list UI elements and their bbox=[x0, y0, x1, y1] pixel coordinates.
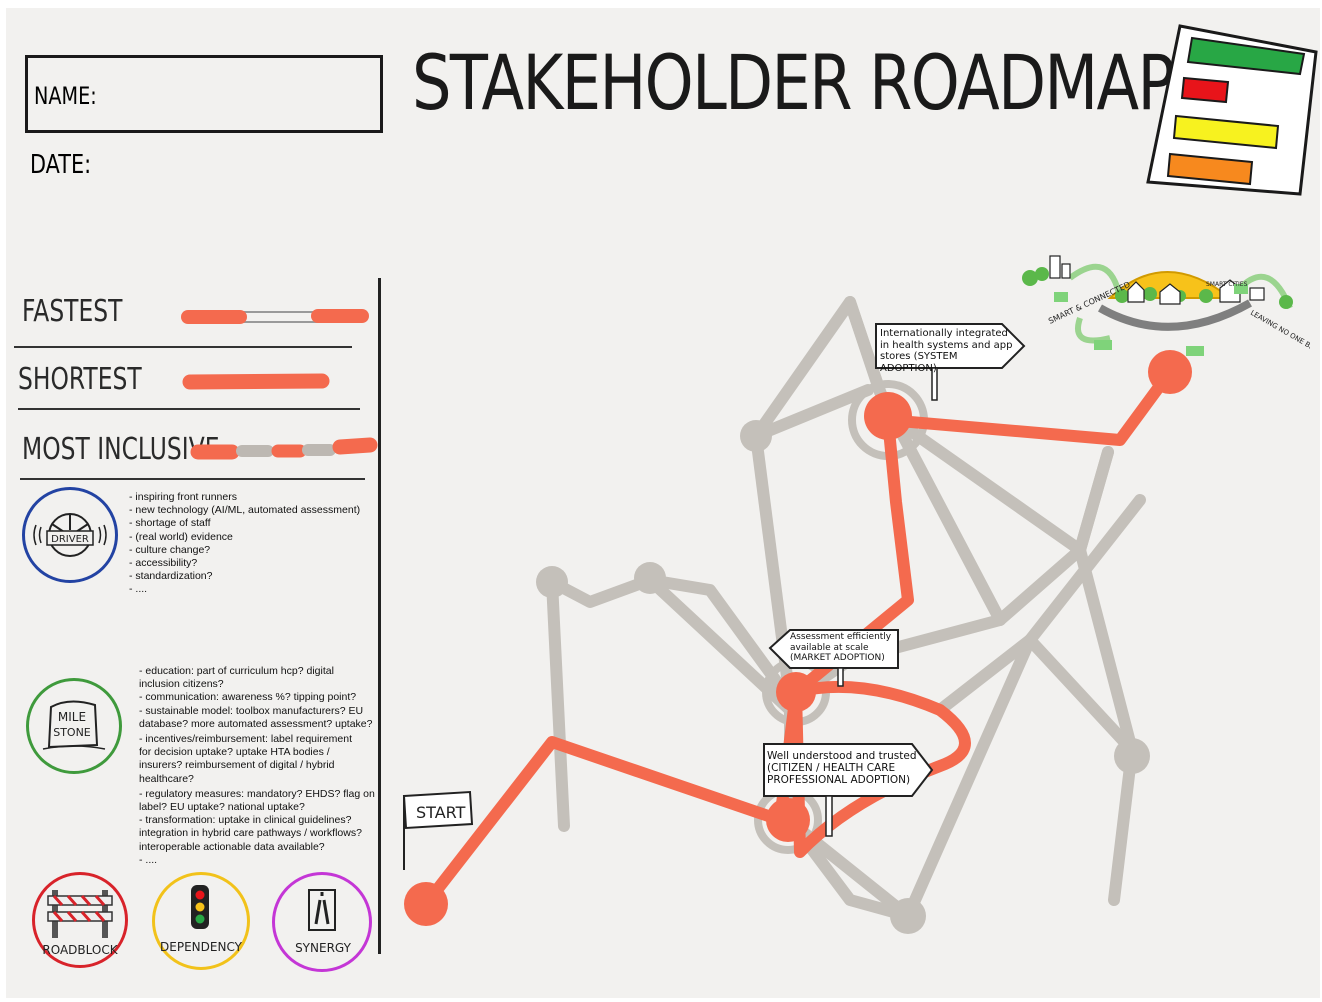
start-flag bbox=[402, 790, 474, 870]
list-item: - communication: awareness %? tipping po… bbox=[139, 691, 357, 704]
list-item: healthcare? bbox=[139, 772, 194, 785]
list-item: - transformation: uptake in clinical gui… bbox=[139, 814, 352, 827]
list-item: interoperable actionable data available? bbox=[139, 840, 325, 853]
list-item: - inspiring front runners bbox=[129, 491, 237, 503]
roadblock-icon: ROADBLOCK bbox=[32, 872, 128, 968]
legend-separator bbox=[18, 408, 360, 410]
legend-inclusive-label: MOST INCLUSIVE bbox=[22, 432, 220, 467]
status-card bbox=[1146, 24, 1318, 196]
milestone-label-2: STONE bbox=[53, 726, 91, 739]
status-bar-red bbox=[1180, 76, 1230, 104]
status-bar-orange bbox=[1166, 152, 1254, 186]
legend-divider bbox=[378, 278, 381, 954]
legend-shortest-line bbox=[182, 373, 330, 390]
legend-fastest-line bbox=[181, 309, 369, 324]
list-item: - incentives/reimbursement: label requir… bbox=[139, 733, 353, 746]
legend-inclusive-line bbox=[190, 437, 378, 460]
route-nodes bbox=[404, 350, 1192, 926]
list-item: label? EU uptake? national uptake? bbox=[139, 801, 305, 814]
village-illustration: SMART & CONNECTED LEAVING NO ONE BEHIND … bbox=[1022, 255, 1310, 358]
sign-market-adoption bbox=[768, 629, 899, 687]
milestone-label-1: MILE bbox=[58, 710, 86, 724]
page-title: STAKEHOLDER ROADMAP bbox=[412, 38, 1175, 127]
legend-shortest-label: SHORTEST bbox=[18, 362, 142, 397]
status-bar-yellow bbox=[1172, 114, 1280, 150]
list-item: - shortage of staff bbox=[129, 517, 211, 530]
roadmap-sheet bbox=[6, 8, 1320, 998]
driver-label: DRIVER bbox=[51, 534, 89, 545]
list-item: insurers? reimbursement of digital / hyb… bbox=[139, 759, 335, 772]
legend-fastest-label: FASTEST bbox=[22, 294, 123, 329]
date-label: DATE: bbox=[30, 150, 92, 180]
sign-system-text: Internationally integrated in health sys… bbox=[880, 328, 1013, 374]
list-item: - sustainable model: toolbox manufacture… bbox=[139, 704, 364, 717]
list-item: inclusion citizens? bbox=[139, 678, 224, 691]
name-field[interactable]: NAME: bbox=[25, 55, 383, 133]
sign-citizen-text: Well understood and trusted (CITIZEN / H… bbox=[767, 750, 917, 786]
list-item: - regulatory measures: mandatory? EHDS? … bbox=[139, 787, 375, 800]
legend-separator bbox=[20, 478, 365, 480]
synergy-label: SYNERGY bbox=[295, 941, 352, 955]
road-junctions bbox=[536, 420, 1150, 934]
village-right-label: LEAVING NO ONE BEHIND bbox=[1249, 309, 1310, 358]
list-item: for decision uptake? uptake HTA bodies / bbox=[139, 746, 330, 759]
list-item: - standardization? bbox=[129, 570, 213, 583]
roadblock-label: ROADBLOCK bbox=[42, 943, 118, 957]
list-item: - education: part of curriculum hcp? dig… bbox=[139, 665, 334, 677]
list-item: - .... bbox=[139, 853, 158, 866]
sign-market-text: Assessment efficiently available at scal… bbox=[790, 632, 892, 663]
list-item: - new technology (AI/ML, automated asses… bbox=[129, 504, 361, 517]
sign-citizen-adoption bbox=[763, 743, 934, 837]
list-item: - culture change? bbox=[129, 543, 211, 556]
milestone-list: - education: part of curriculum hcp? dig… bbox=[139, 665, 375, 867]
list-item: - .... bbox=[129, 583, 148, 596]
list-item: integration in hybrid care pathways / wo… bbox=[139, 827, 362, 840]
village-small-label: SMART CITIES bbox=[1206, 281, 1248, 288]
list-item: database? more automated assessment? upt… bbox=[139, 717, 373, 730]
list-item: - accessibility? bbox=[129, 557, 198, 570]
list-item: - (real world) evidence bbox=[129, 530, 233, 543]
dependency-icon: DEPENDENCY bbox=[152, 872, 250, 970]
start-label: START bbox=[416, 803, 466, 822]
driver-icon: DRIVER bbox=[22, 487, 118, 583]
name-label: NAME: bbox=[34, 82, 97, 110]
driver-list: - inspiring front runners - new technolo… bbox=[129, 491, 360, 597]
synergy-icon: SYNERGY bbox=[272, 872, 372, 972]
dependency-label: DEPENDENCY bbox=[160, 940, 243, 954]
sign-system-adoption bbox=[875, 323, 1026, 401]
status-bar-green bbox=[1186, 36, 1306, 76]
milestone-icon: MILE STONE bbox=[26, 678, 122, 774]
legend-separator bbox=[14, 346, 352, 348]
